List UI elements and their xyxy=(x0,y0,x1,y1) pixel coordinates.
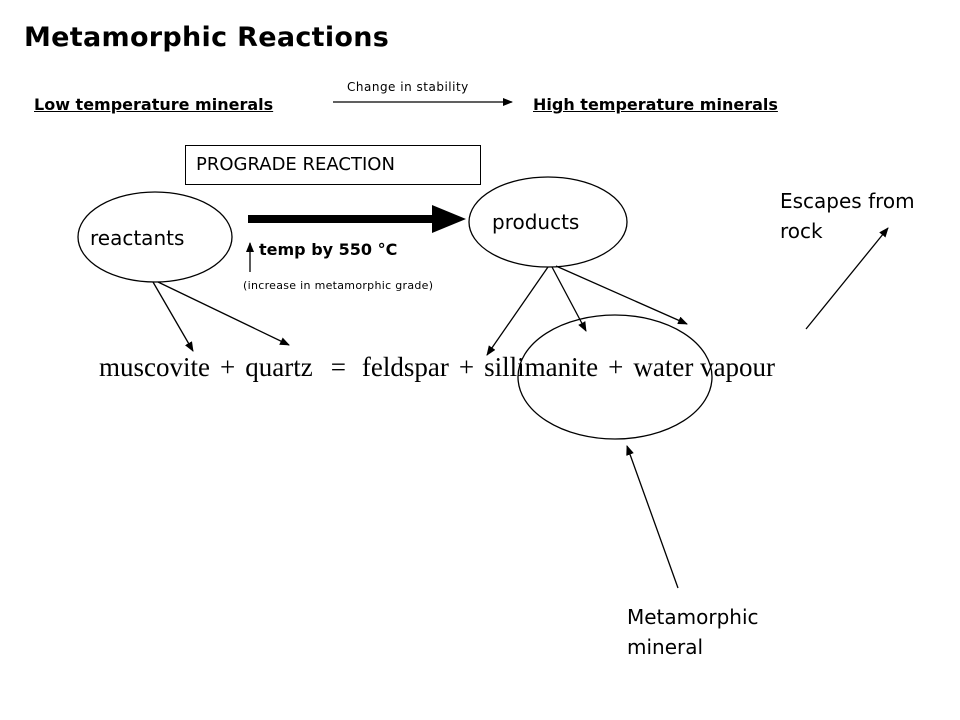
reactants-label: reactants xyxy=(90,226,185,250)
reaction-arrowhead xyxy=(432,205,466,233)
plus-sign: + xyxy=(219,352,236,382)
sillimanite-ellipse xyxy=(517,314,713,440)
prograde-reaction-box: PROGRADE REACTION xyxy=(185,145,481,185)
water-arrow xyxy=(555,265,688,325)
temperature-label: temp by 550 °C xyxy=(259,240,398,259)
muscovite-term: muscovite xyxy=(99,352,210,382)
sillimanite-term: sillimanite xyxy=(484,352,599,382)
water-vapour-term: water vapour xyxy=(633,352,776,382)
reaction-equation: muscovite + quartz = feldspar + sillimanite + wa… xyxy=(99,352,785,383)
page-title: Metamorphic Reactions xyxy=(24,22,390,53)
metamorphic-mineral-label: Metamorphic mineral xyxy=(627,605,759,659)
quartz-term: quartz xyxy=(245,352,313,382)
high-temperature-label: High temperature minerals xyxy=(533,95,778,114)
reactants-ellipse xyxy=(77,191,233,283)
escapes-arrow xyxy=(805,227,889,330)
stability-arrow-label: Change in stability xyxy=(347,80,469,94)
metamorphic-grade-label: (increase in metamorphic grade) xyxy=(243,279,434,292)
quartz-arrow xyxy=(157,281,290,346)
sillimanite-arrow xyxy=(551,266,587,332)
products-label: products xyxy=(492,210,580,234)
feldspar-term: feldspar xyxy=(361,352,449,382)
plus-sign: + xyxy=(608,352,624,382)
feldspar-arrow xyxy=(486,266,549,356)
escapes-from-rock-label: Escapes from rock xyxy=(780,189,915,243)
metamorphic-arrow xyxy=(626,445,679,589)
low-temperature-label: Low temperature minerals xyxy=(34,95,274,114)
muscovite-arrow xyxy=(152,281,194,352)
plus-sign: + xyxy=(458,352,475,382)
equals-sign: = xyxy=(330,352,346,382)
